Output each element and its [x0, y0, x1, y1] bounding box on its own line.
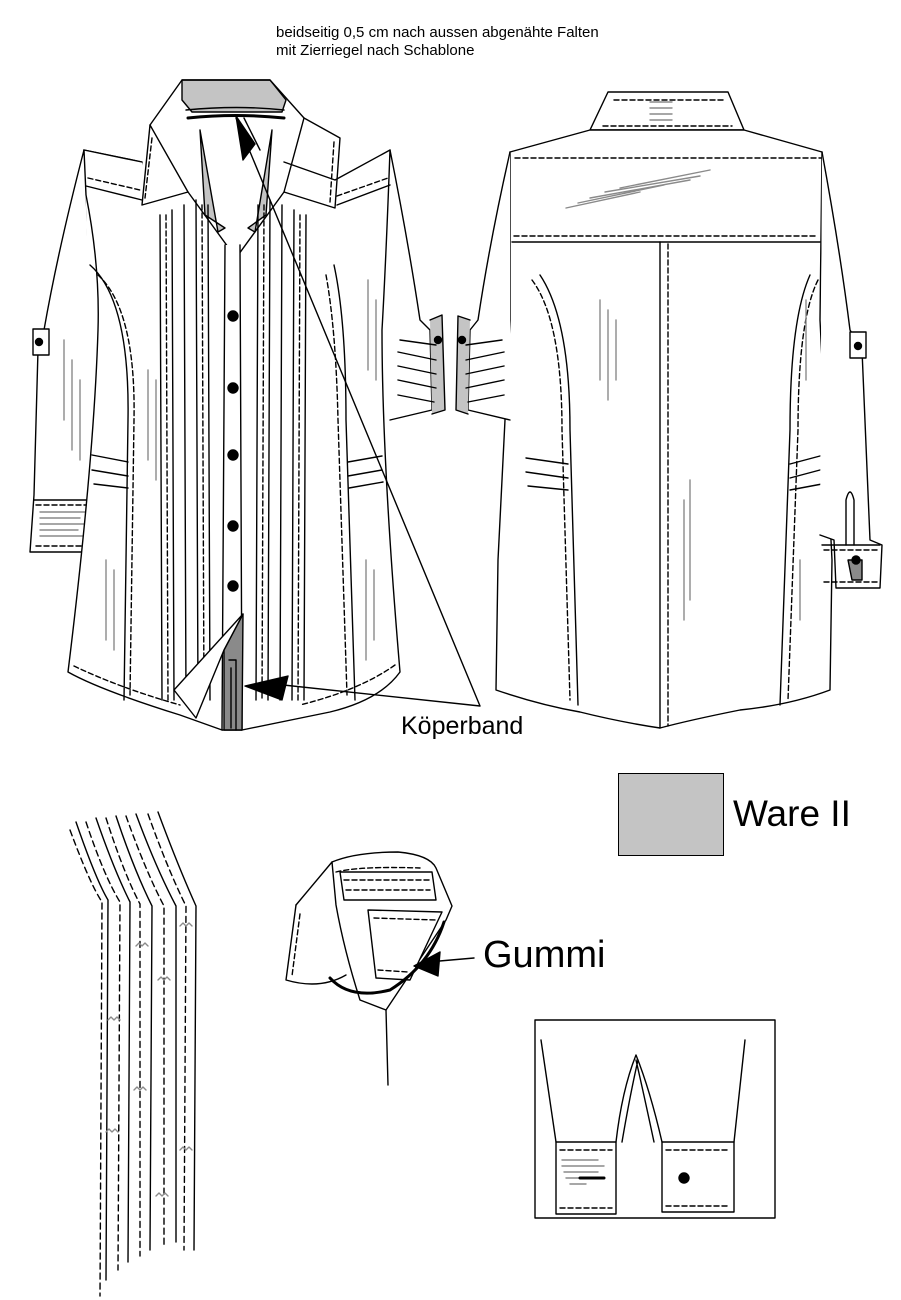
- elastic-label: Gummi: [483, 934, 606, 976]
- pleat-annotation: beidseitig 0,5 cm nach aussen abgenähte …: [276, 24, 599, 60]
- annotation-line-1: beidseitig 0,5 cm nach aussen abgenähte …: [276, 24, 599, 41]
- pleat-detail: [69, 811, 197, 1297]
- front-view: [29, 79, 446, 731]
- cuff-detail: [534, 1019, 776, 1219]
- twill-tape-label: Köperband: [401, 712, 524, 740]
- annotation-line-2: mit Zierriegel nach Schablone: [276, 42, 475, 59]
- leader-lines: [235, 115, 481, 707]
- fabric-two-swatch: [618, 773, 724, 856]
- fabric-two-label: Ware II: [733, 793, 851, 834]
- collar-detail: [285, 851, 475, 1086]
- back-view: [455, 91, 883, 729]
